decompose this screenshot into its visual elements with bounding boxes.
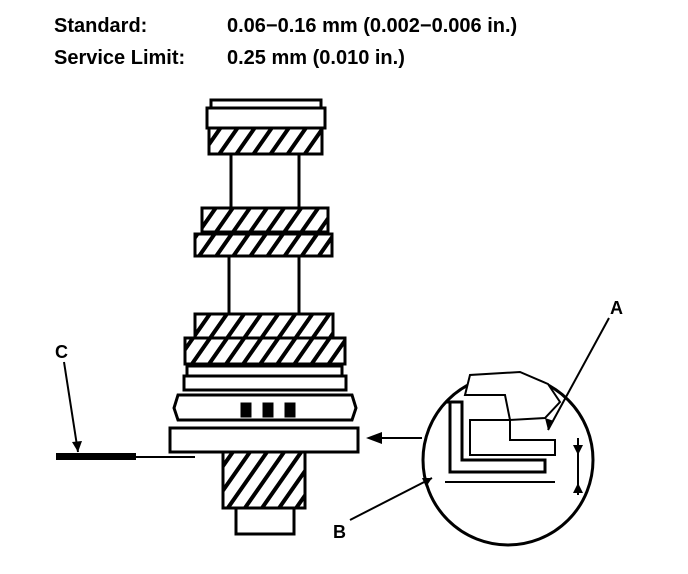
lower-gear [221,450,307,510]
second-gear [200,206,330,234]
detail-reference-arrow [366,432,422,444]
callout-label-c: C [55,342,68,362]
clearance-arrow-top [573,445,583,455]
shaft-upper-section [229,152,301,210]
fifth-gear [183,336,347,366]
callout-label-b: B [333,522,346,542]
leader-line-b [349,477,433,521]
detail-washer-profile [445,400,547,474]
thrust-washer [168,426,360,454]
detail-reference-arrow-head [366,432,382,444]
top-collar [205,106,327,130]
third-gear [193,232,334,258]
hub-slot-2 [262,402,274,418]
leader-line-a [547,317,610,431]
hub-slot-1 [240,402,252,418]
service-limit-value: 0.25 mm (0.010 in.) [227,47,405,69]
detail-hub-profile [469,419,556,456]
shaft-assembly [168,98,360,536]
shaft-middle-section [227,254,301,316]
bearing-ring-lower [182,374,348,392]
leader-arrow-a [545,418,554,430]
leader-line-c [63,361,79,453]
callout-label-a: A [610,298,623,318]
fourth-gear [193,312,335,340]
standard-label: Standard: [54,15,148,37]
service-limit-label: Service Limit: [54,47,186,69]
feeler-gauge [56,453,195,460]
shaft-bottom-end [234,506,296,536]
leader-arrow-b [422,478,432,487]
detail-gear-part [463,370,562,422]
feeler-gauge-handle [56,453,136,460]
detail-view [421,370,595,547]
top-gear [207,126,324,156]
clearance-arrow-bottom [573,483,583,493]
standard-value: 0.06−0.16 mm (0.002−0.006 in.) [227,15,518,37]
leader-arrow-c [72,441,82,452]
hub-slot-3 [284,402,296,418]
